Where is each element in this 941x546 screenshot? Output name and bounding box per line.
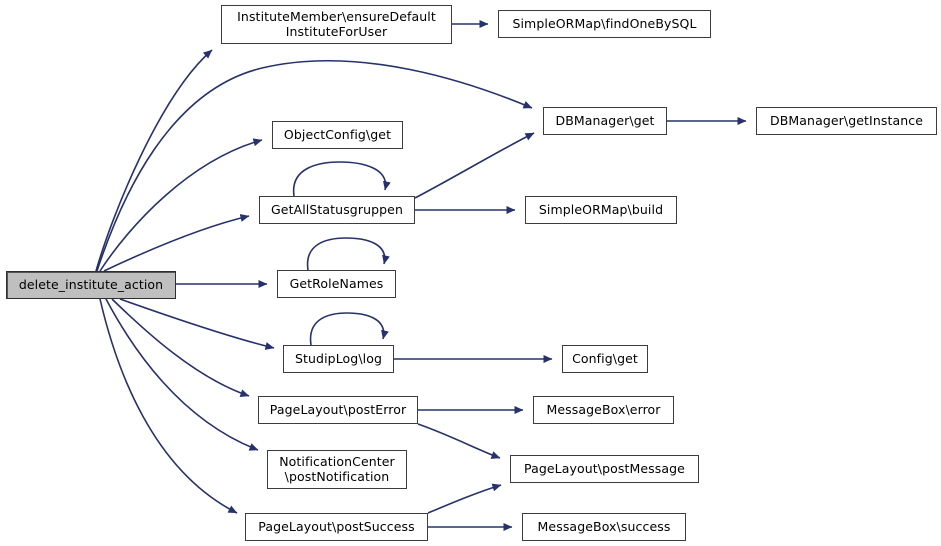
node-label: PageLayout\postMessage — [524, 460, 685, 476]
node-label: MessageBox\error — [546, 401, 661, 417]
edge-root-to-pagelayout-posterror — [111, 298, 250, 398]
node-label: Config\get — [572, 350, 638, 366]
edge-root-to-pagelayout-postsuccess — [99, 298, 238, 514]
node-label: GetAllStatusgruppen — [271, 201, 403, 217]
node-label: DBManager\get — [555, 112, 655, 128]
edge-pagelayout-posterror-to-pagelayout-postmessage — [417, 423, 501, 459]
node-label: MessageBox\success — [537, 518, 671, 534]
node-notificationcenter-postnotification[interactable]: NotificationCenter \postNotification — [267, 450, 407, 489]
node-label: StudipLog\log — [295, 350, 382, 366]
node-dbmanager-getinstance[interactable]: DBManager\getInstance — [756, 107, 937, 135]
node-pagelayout-posterror[interactable]: PageLayout\postError — [258, 396, 418, 424]
edge-getallstatusgruppen-to-dbmanager-get — [414, 132, 535, 199]
node-label: PageLayout\postSuccess — [258, 518, 415, 534]
edge-studiplog-log-self-loop — [309, 312, 389, 346]
edge-root-to-studiplog-log — [119, 298, 275, 350]
edge-pagelayout-postsuccess-to-pagelayout-postmessage — [427, 483, 502, 514]
node-institutemember-ensuredefaultinstituteforuser[interactable]: InstituteMember\ensureDefault InstituteF… — [221, 5, 452, 44]
node-label: NotificationCenter \postNotification — [279, 453, 395, 484]
edge-root-to-ensureDefaultInstituteForUser — [95, 49, 213, 272]
node-label: InstituteMember\ensureDefault InstituteF… — [237, 8, 436, 39]
edge-root-to-dbmanager-get — [96, 60, 533, 272]
node-simpleormap-findonebysql[interactable]: SimpleORMap\findOneBySQL — [498, 10, 711, 38]
node-dbmanager-get[interactable]: DBManager\get — [543, 107, 667, 135]
node-label: SimpleORMap\build — [538, 201, 664, 217]
node-label: SimpleORMap\findOneBySQL — [512, 15, 697, 31]
node-label: GetRoleNames — [289, 275, 384, 291]
node-messagebox-error[interactable]: MessageBox\error — [533, 396, 674, 424]
node-pagelayout-postmessage[interactable]: PageLayout\postMessage — [510, 455, 699, 483]
edge-root-to-objectconfig-get — [99, 138, 263, 272]
node-studiplog-log[interactable]: StudipLog\log — [283, 345, 394, 373]
node-pagelayout-postsuccess[interactable]: PageLayout\postSuccess — [245, 513, 428, 541]
edge-root-to-notificationcenter-postnotification — [105, 298, 259, 451]
node-messagebox-success[interactable]: MessageBox\success — [522, 513, 686, 541]
node-getallstatusgruppen[interactable]: GetAllStatusgruppen — [259, 196, 415, 224]
node-label: PageLayout\postError — [269, 401, 407, 417]
node-label: ObjectConfig\get — [283, 126, 392, 142]
edge-getrolenames-self-loop — [306, 237, 390, 271]
node-label: DBManager\getInstance — [770, 112, 923, 128]
node-config-get[interactable]: Config\get — [562, 345, 648, 373]
edge-root-to-getallstatusgruppen — [103, 214, 250, 272]
node-delete-institute-action[interactable]: delete_institute_action — [6, 271, 176, 299]
node-objectconfig-get[interactable]: ObjectConfig\get — [272, 121, 403, 149]
node-simpleormap-build[interactable]: SimpleORMap\build — [525, 196, 677, 224]
edge-getallstatusgruppen-self-loop — [292, 161, 391, 197]
node-label: delete_institute_action — [18, 276, 164, 292]
node-getrolenames[interactable]: GetRoleNames — [277, 270, 396, 298]
